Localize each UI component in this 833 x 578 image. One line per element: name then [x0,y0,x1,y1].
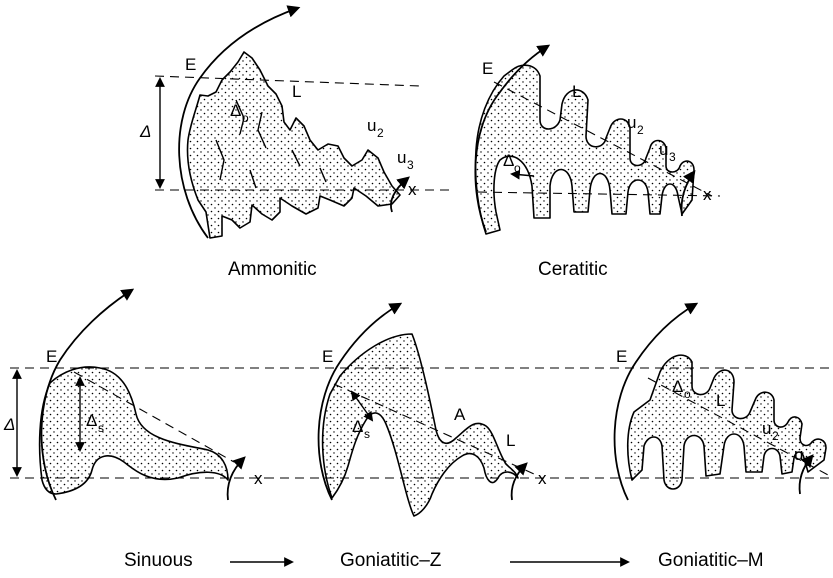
ammonitic-label-delta: Δ [139,122,151,141]
goniatitic-m-panel: E Δ o L u 2 u 3 Goniatitic–M [615,304,830,571]
ceratitic-label-e: E [482,59,493,78]
goniatitic-z-panel: E Δ s A L x Goniatitic–Z [319,304,547,571]
goniatitic-m-label-delta-o: Δ [672,377,683,396]
goniatitic-m-label-u2: u [762,419,771,438]
goniatitic-z-label-delta-s: Δ [352,417,363,436]
goniatitic-z-label-e: E [322,347,333,366]
sinuous-panel: E Δ Δ s x Sinuous [3,290,274,571]
ceratitic-label-u2-sub: 2 [637,123,644,137]
goniatitic-z-label-x: x [538,469,547,488]
ceratitic-panel: E L u 2 u 3 Δ o x Ceratitic [475,46,720,280]
sinuous-caption: Sinuous [124,550,193,571]
sinuous-label-delta: Δ [3,415,15,434]
ammonitic-label-delta-o: Δ [230,101,241,120]
ceratitic-label-delta-o-sub: o [514,161,521,175]
sinuous-label-delta-s: Δ [86,411,97,430]
ammonitic-label-u2: u [367,116,376,135]
sinuous-label-delta-s-sub: s [98,421,104,435]
goniatitic-z-caption: Goniatitic–Z [340,550,442,571]
goniatitic-m-label-u2-sub: 2 [772,429,779,443]
sinuous-label-x: x [254,469,263,488]
ceratitic-label-x: x [703,185,712,204]
ammonitic-label-e: E [185,55,196,74]
goniatitic-m-label-u3: u [794,445,803,464]
sinuous-inner-arc [228,458,244,500]
goniatitic-m-label-u3-sub: 3 [804,455,811,469]
ceratitic-label-u3-sub: 3 [669,150,676,164]
ceratitic-label-u3: u [659,140,668,159]
ammonitic-label-l: L [292,82,301,101]
ammonitic-suture-outline [187,52,400,238]
ceratitic-label-delta-o: Δ [503,151,514,170]
ammonitic-label-u3: u [397,148,406,167]
ceratitic-label-l: L [572,82,581,101]
ammonitic-caption: Ammonitic [228,259,317,280]
goniatitic-m-caption: Goniatitic–M [658,550,764,571]
goniatitic-z-inner-arc [512,464,526,500]
goniatitic-m-suture-outline [628,355,826,489]
ammonitic-label-x: x [408,180,417,199]
goniatitic-z-label-a: A [454,405,466,424]
goniatitic-m-label-l: L [716,391,725,410]
goniatitic-z-label-l: L [506,431,515,450]
ammonitic-label-delta-o-sub: o [242,111,249,125]
ceratitic-caption: Ceratitic [538,259,608,280]
goniatitic-m-label-delta-o-sub: o [684,387,691,401]
sinuous-suture-outline [40,367,228,494]
ceratitic-label-u2: u [627,113,636,132]
sinuous-label-e: E [46,347,57,366]
goniatitic-z-label-delta-s-sub: s [364,427,370,441]
goniatitic-m-label-e: E [616,347,627,366]
ammonitic-label-u2-sub: 2 [377,126,384,140]
ammonitic-panel: E L Δ Δ o u 2 u 3 x Ammonitic [139,8,455,280]
ammonitic-label-u3-sub: 3 [407,158,414,172]
